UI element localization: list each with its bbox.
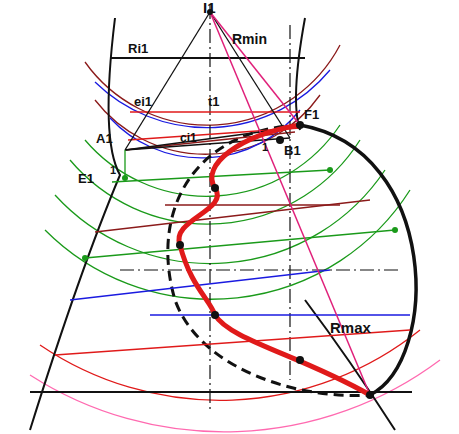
point-label: I1 bbox=[203, 0, 216, 15]
point-label: B1 bbox=[284, 144, 301, 157]
point-label: Rmin bbox=[232, 32, 267, 46]
point-label: 1 bbox=[110, 165, 116, 176]
point-label: ei1 bbox=[134, 95, 152, 108]
point-label: A1 bbox=[96, 132, 113, 145]
point-label: t1 bbox=[208, 95, 220, 108]
point-label: E1 bbox=[78, 172, 94, 185]
point-label: 1 bbox=[262, 142, 268, 153]
point-label: F1 bbox=[304, 108, 319, 121]
point-label: Rmax bbox=[330, 320, 371, 335]
point-label: ci1 bbox=[180, 132, 197, 144]
point-label: Ri1 bbox=[128, 42, 148, 55]
